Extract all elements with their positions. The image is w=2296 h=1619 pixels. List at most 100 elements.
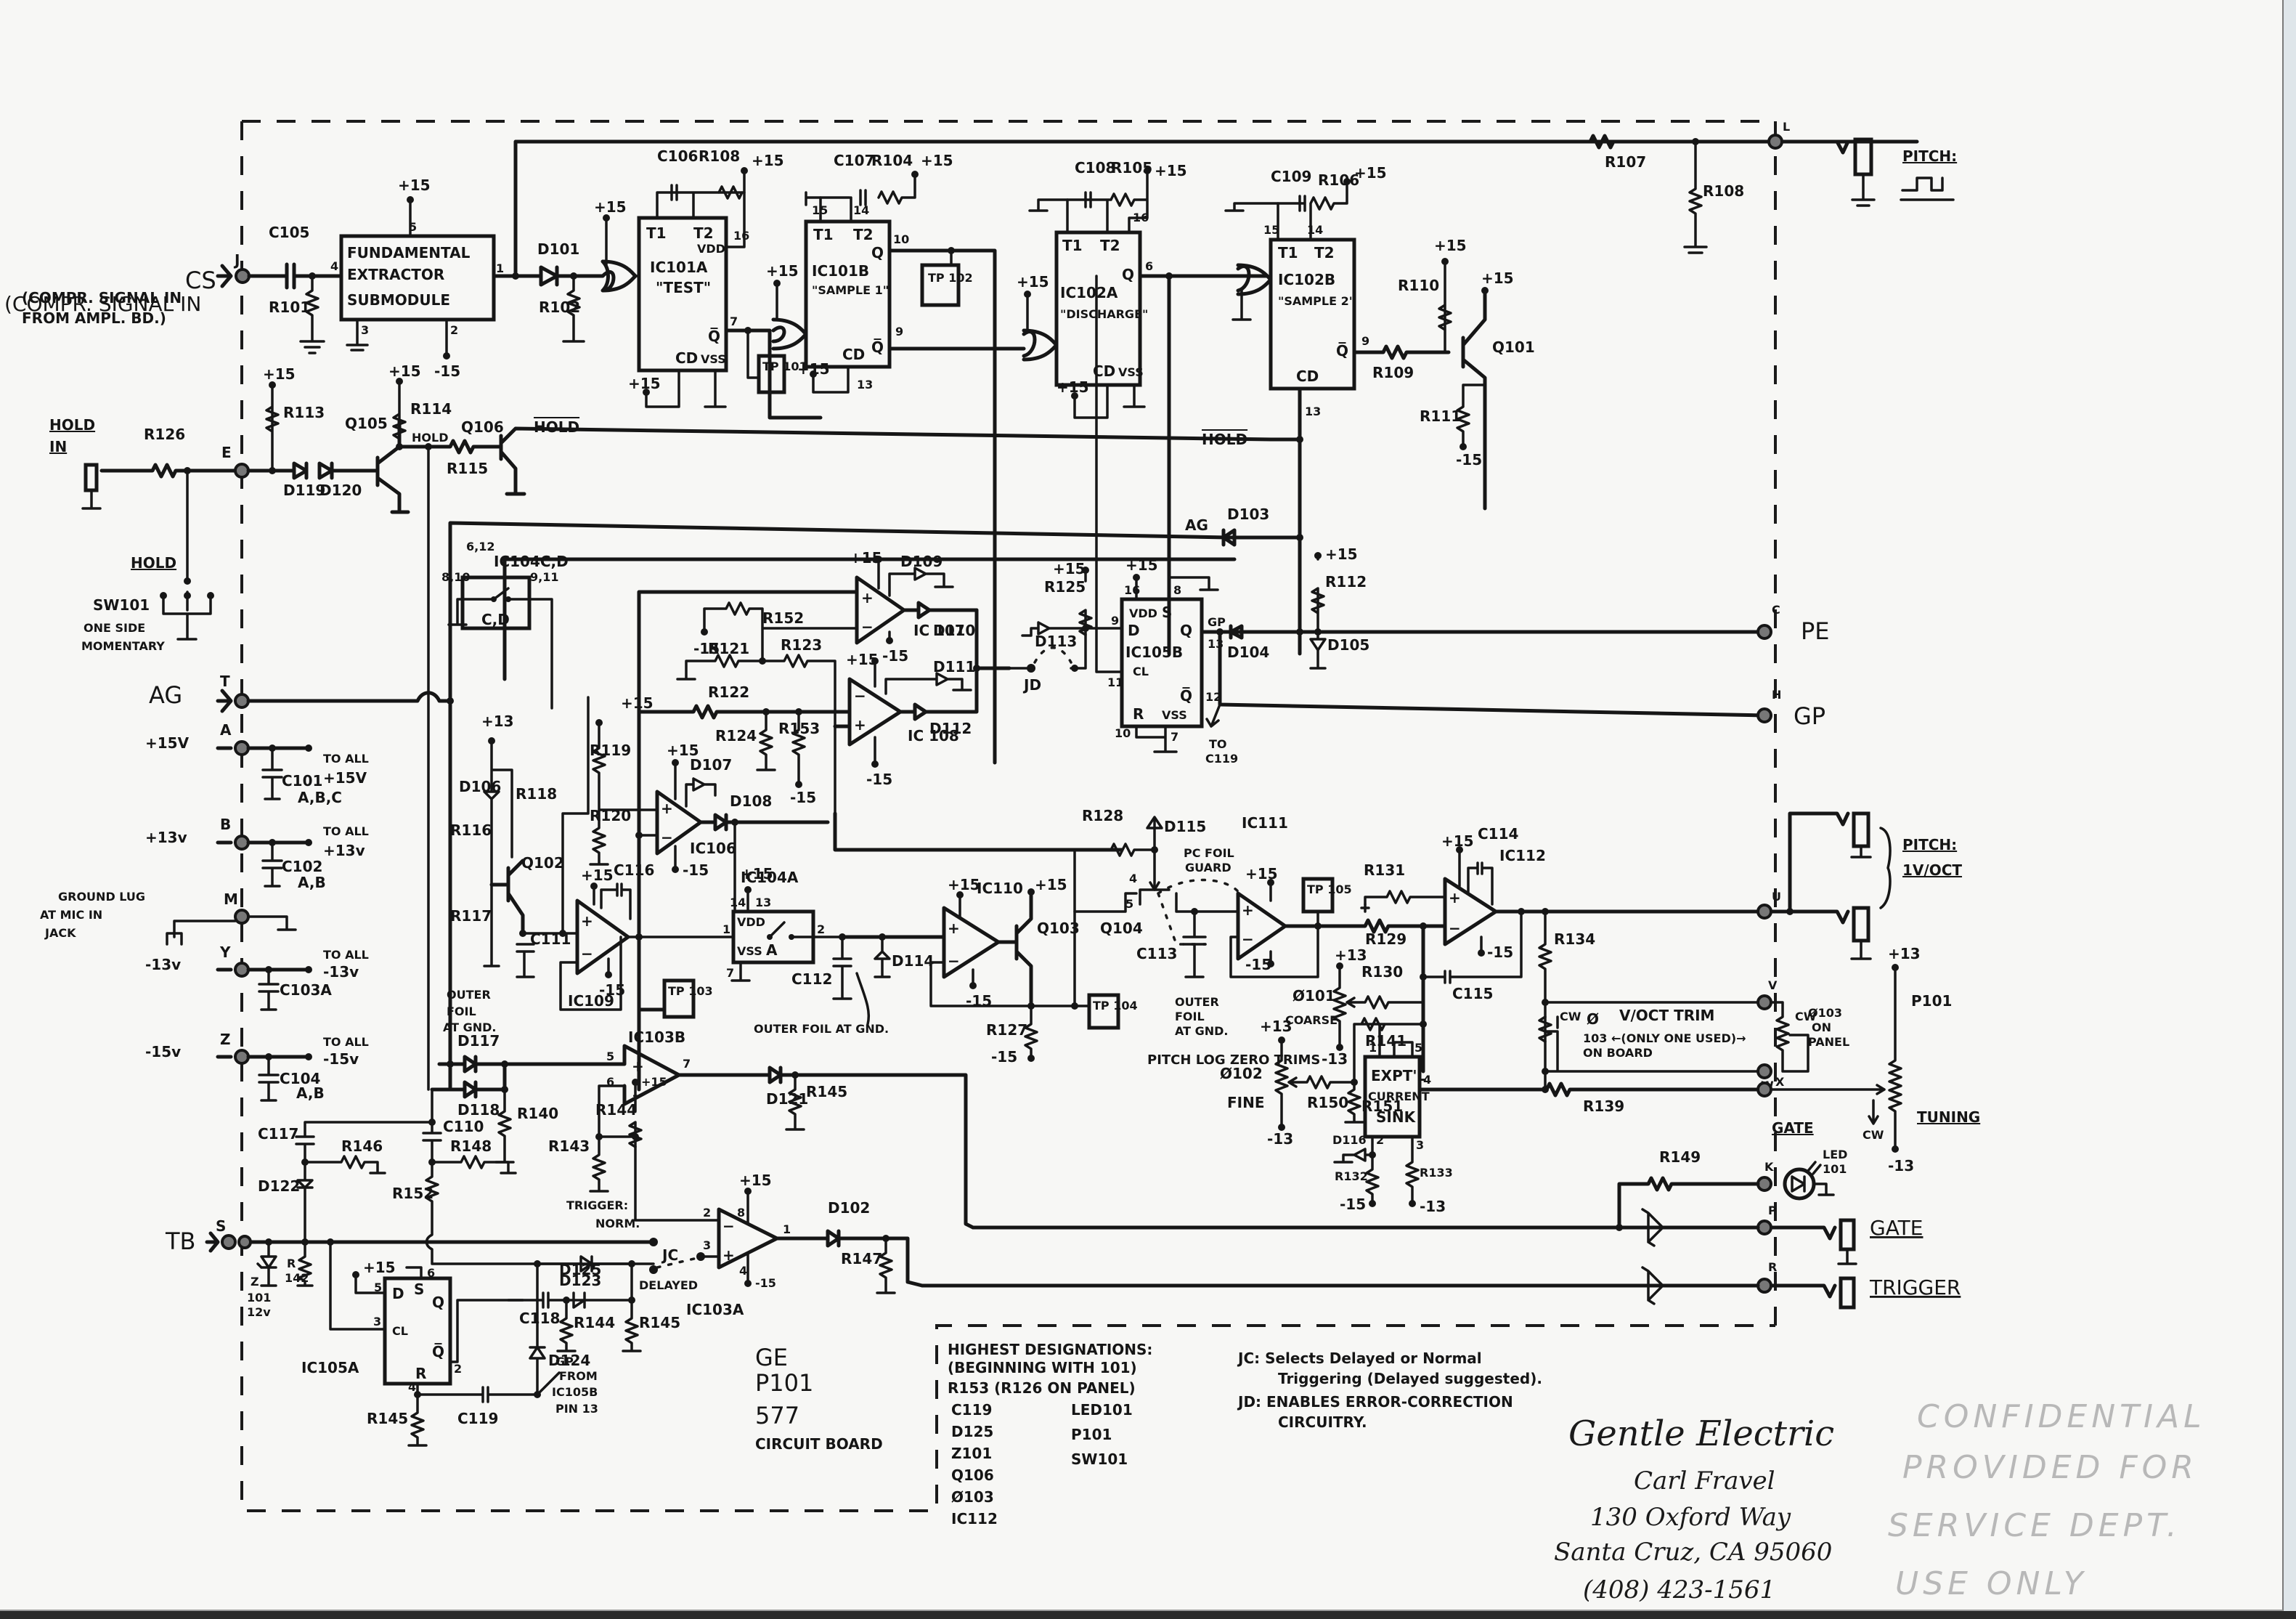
terminal-m[interactable] bbox=[234, 909, 250, 925]
board-outline bbox=[240, 120, 1777, 1512]
svg-text:+15: +15 bbox=[628, 375, 661, 392]
svg-text:"SAMPLE 1": "SAMPLE 1" bbox=[812, 283, 889, 297]
r144-label: R145 bbox=[639, 1314, 680, 1331]
svg-text:FUNDAMENTAL: FUNDAMENTAL bbox=[347, 244, 471, 261]
tp101: TP 101 bbox=[746, 329, 807, 394]
svg-text:-15: -15 bbox=[1456, 451, 1482, 468]
svg-text:IC105B: IC105B bbox=[552, 1385, 598, 1399]
svg-text:C119: C119 bbox=[1205, 752, 1238, 766]
svg-text:TB: TB bbox=[165, 1228, 196, 1255]
ic102a: +15 T1 T2 Q IC102A "DISCHARGE" CD VSS C1… bbox=[1017, 159, 1269, 656]
svg-text:1: 1 bbox=[1369, 1041, 1377, 1055]
cs-note-1: (COMPR. SIGNAL IN bbox=[4, 292, 201, 316]
r138-label: R143 bbox=[548, 1137, 590, 1155]
svg-text:S: S bbox=[216, 1217, 226, 1235]
terminal-y[interactable] bbox=[234, 962, 250, 978]
svg-text:14: 14 bbox=[730, 896, 746, 909]
jack-pitch-1v-oct-a[interactable] bbox=[1852, 811, 1870, 848]
svg-text:HOLD: HOLD bbox=[412, 431, 448, 445]
r112-label: R112 bbox=[1325, 573, 1367, 591]
terminal-s[interactable] bbox=[221, 1234, 237, 1250]
svg-text:A: A bbox=[766, 941, 778, 959]
r113-label: R113 bbox=[283, 404, 325, 421]
q105-label: Q105 bbox=[345, 415, 388, 432]
svg-text:4: 4 bbox=[739, 1264, 747, 1278]
svg-text:"SAMPLE 2": "SAMPLE 2" bbox=[1278, 294, 1355, 308]
terminal-e[interactable] bbox=[234, 463, 250, 479]
q104-label: Q104 bbox=[1100, 920, 1143, 937]
jack-pitch-square[interactable] bbox=[1853, 137, 1873, 176]
terminal-p[interactable] bbox=[1756, 1220, 1772, 1235]
svg-text:PITCH:: PITCH: bbox=[1902, 836, 1957, 853]
svg-text:C101: C101 bbox=[282, 772, 322, 790]
svg-text:VSS: VSS bbox=[737, 944, 762, 958]
jack-pitch-1v-oct-b[interactable] bbox=[1852, 906, 1870, 943]
terminal-a[interactable] bbox=[234, 740, 250, 756]
svg-text:-15: -15 bbox=[1487, 944, 1513, 961]
svg-text:Santa Cruz, CA 95060: Santa Cruz, CA 95060 bbox=[1554, 1538, 1832, 1567]
terminal-h[interactable] bbox=[1756, 707, 1772, 723]
terminal-u[interactable] bbox=[1756, 904, 1772, 920]
svg-text:A,B,C: A,B,C bbox=[298, 789, 342, 806]
terminal-k[interactable] bbox=[1756, 1176, 1772, 1192]
svg-text:T2: T2 bbox=[693, 224, 714, 242]
svg-text:HOLD: HOLD bbox=[131, 554, 176, 572]
svg-text:+15: +15 bbox=[797, 360, 830, 378]
svg-text:A,B: A,B bbox=[296, 1084, 325, 1102]
q106-label: Q106 bbox=[461, 418, 504, 436]
svg-text:14: 14 bbox=[853, 203, 869, 217]
svg-text:-15v: -15v bbox=[323, 1050, 359, 1068]
svg-text:IC105A: IC105A bbox=[301, 1359, 359, 1376]
q101-label: Q101 bbox=[1492, 338, 1535, 356]
svg-text:5: 5 bbox=[1414, 1041, 1422, 1055]
terminal-v[interactable] bbox=[1756, 994, 1772, 1010]
r136-label: R140 bbox=[517, 1105, 558, 1122]
r108-label: R108 bbox=[1703, 182, 1744, 200]
svg-text:IC103A: IC103A bbox=[686, 1301, 744, 1318]
svg-text:2: 2 bbox=[450, 323, 458, 337]
svg-text:+: + bbox=[722, 1246, 735, 1264]
svg-text:C102: C102 bbox=[282, 858, 322, 875]
svg-text:−: − bbox=[722, 1217, 735, 1235]
svg-text:Z: Z bbox=[220, 1031, 231, 1048]
svg-text:EXTRACTOR: EXTRACTOR bbox=[347, 266, 444, 283]
svg-text:5: 5 bbox=[374, 1281, 382, 1294]
svg-text:-15: -15 bbox=[991, 1048, 1017, 1066]
svg-text:+15: +15 bbox=[581, 867, 614, 884]
terminal-t[interactable] bbox=[234, 693, 250, 709]
terminal-r[interactable] bbox=[1756, 1278, 1772, 1294]
terminal-l[interactable] bbox=[1767, 134, 1783, 150]
terminal-z[interactable] bbox=[234, 1049, 250, 1065]
svg-text:+15: +15 bbox=[752, 152, 784, 169]
designation-item: D125 bbox=[951, 1423, 993, 1440]
d120-label: D120 bbox=[319, 482, 362, 499]
pencil-annotation: CONFIDENTIAL PROVIDED FOR SERVICE DEPT. … bbox=[1888, 1398, 2202, 1602]
svg-text:2: 2 bbox=[1376, 1133, 1384, 1147]
designation-item: SW101 bbox=[1071, 1450, 1128, 1468]
jack-hold-in[interactable] bbox=[84, 463, 99, 492]
terminal-b[interactable] bbox=[234, 835, 250, 851]
svg-text:IC109: IC109 bbox=[568, 992, 614, 1010]
svg-text:C104: C104 bbox=[280, 1070, 320, 1087]
svg-text:9: 9 bbox=[1111, 614, 1119, 628]
terminal-w[interactable] bbox=[1756, 1063, 1772, 1079]
terminal-c[interactable] bbox=[1756, 624, 1772, 640]
terminal-x[interactable] bbox=[1756, 1082, 1772, 1097]
svg-text:T2: T2 bbox=[853, 226, 874, 243]
svg-text:+: + bbox=[1242, 901, 1254, 919]
svg-text:5: 5 bbox=[606, 1050, 614, 1063]
pitch-square-label: PITCH: bbox=[1902, 147, 1957, 165]
svg-text:TO ALL: TO ALL bbox=[323, 752, 369, 766]
svg-text:−: − bbox=[661, 829, 673, 846]
svg-text:PANEL: PANEL bbox=[1808, 1035, 1849, 1049]
jack-gate[interactable] bbox=[1839, 1218, 1856, 1251]
d122-label: D122 bbox=[258, 1177, 300, 1195]
svg-text:2: 2 bbox=[454, 1362, 462, 1376]
r153-label: R153 bbox=[778, 720, 820, 737]
r143-label: R144 bbox=[574, 1314, 615, 1331]
jack-trigger[interactable] bbox=[1839, 1276, 1856, 1310]
svg-text:R: R bbox=[1133, 705, 1144, 723]
r152-label: R152 bbox=[392, 1185, 433, 1202]
terminal-j[interactable] bbox=[235, 268, 251, 284]
svg-text:M: M bbox=[224, 890, 238, 908]
